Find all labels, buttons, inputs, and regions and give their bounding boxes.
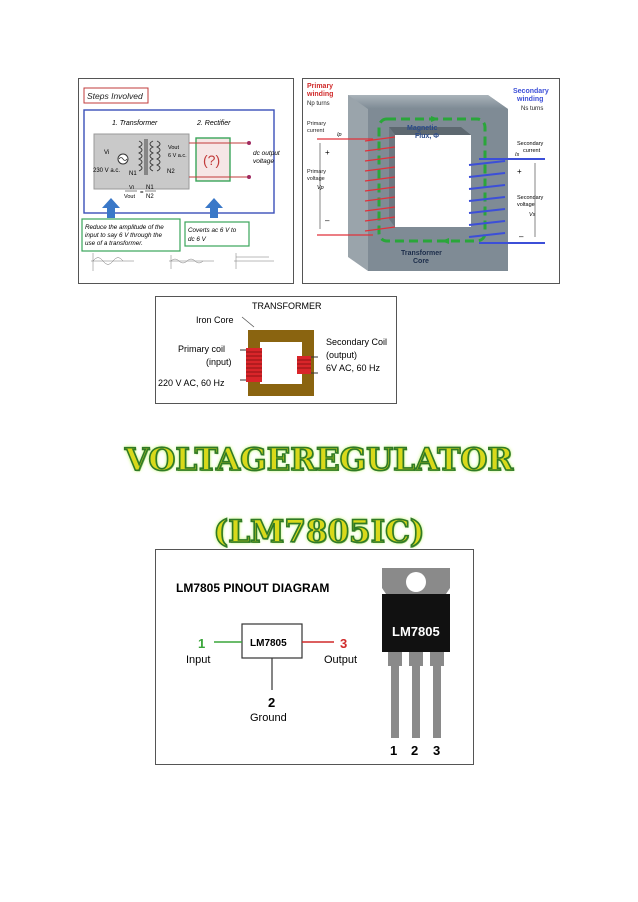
pin2-label: Ground (250, 712, 287, 724)
note2-line2: dc 6 V (188, 236, 207, 243)
dc-output-line2: voltage (253, 158, 274, 165)
primary-winding (317, 136, 396, 236)
primary-coil-line2: (input) (206, 357, 232, 367)
up-arrow-icon (205, 198, 223, 218)
flux-label-line1: Magnetic (407, 125, 437, 132)
primary-plus: + (325, 148, 330, 157)
lm7805-pinout-figure: LM7805 PINOUT DIAGRAM LM7805 1 Input 3 O… (155, 549, 474, 765)
pin2-number: 2 (268, 695, 275, 710)
secondary-voltage-line2: voltage (517, 202, 535, 208)
pin3-label: Output (324, 654, 357, 666)
iron-core-label: Iron Core (196, 315, 234, 325)
steps-involved-figure: Steps Involved 1. Transformer 2. Rectifi… (78, 78, 294, 284)
primary-winding-line1: Primary (307, 83, 333, 90)
secondary-winding-line1: Secondary (513, 88, 549, 95)
lm7805-heading: (LM7805IC) (213, 513, 426, 551)
waveform-icons (91, 253, 274, 271)
chip-label: LM7805 (250, 638, 287, 649)
secondary-coil-line2: (output) (326, 350, 357, 360)
voltage-regulator-heading: VOLTAGEREGULATOR (124, 441, 514, 479)
n1-label: N1 (129, 171, 137, 177)
to220-package-icon (382, 568, 450, 738)
note1-line3: use of a transformer. (85, 240, 143, 247)
secondary-coil-line3: 6V AC, 60 Hz (326, 363, 381, 373)
package-label: LM7805 (392, 624, 440, 639)
lm7805-pinout-diagram: LM7805 PINOUT DIAGRAM LM7805 1 Input 3 O… (176, 568, 450, 758)
steps-heading: Steps Involved (87, 91, 143, 101)
step2-label: 2. Rectifier (196, 120, 231, 127)
transformer-coils-icon (137, 139, 161, 175)
primary-coil-line3: 220 V AC, 60 Hz (158, 378, 225, 388)
primary-current-line2: current (307, 128, 325, 134)
pinout-title: LM7805 PINOUT DIAGRAM (176, 581, 329, 595)
step1-label: 1. Transformer (112, 120, 158, 127)
transformer-title: TRANSFORMER (252, 301, 322, 311)
secondary-coil-line1: Secondary Coil (326, 337, 387, 347)
primary-turns: Np turns (307, 101, 330, 107)
rectifier-question: (?) (203, 152, 220, 168)
secondary-coil-icon (297, 356, 318, 374)
vp-label: Vp (317, 185, 324, 191)
ratio-vi: Vi (129, 185, 134, 191)
ip-label: Ip (337, 132, 342, 138)
core-label-line1: Transformer (401, 250, 442, 257)
secondary-winding-line2: winding (516, 96, 543, 103)
ratio-n2: N2 (146, 194, 154, 200)
transformer-core-figure: Magnetic Flux, Φ Transformer Core Primar… (302, 78, 560, 284)
secondary-current-line1: Secondary (517, 141, 544, 147)
flux-label-line2: Flux, Φ (415, 133, 439, 140)
note2-line1: Coverts ac 6 V to (188, 227, 237, 234)
source-voltage: 230 V a.c. (93, 168, 120, 174)
pin3-number: 3 (340, 636, 347, 651)
primary-voltage-line1: Primary (307, 169, 326, 175)
leg1-number: 1 (390, 743, 397, 758)
secondary-minus: – (519, 232, 524, 241)
ratio-equals: = (140, 190, 144, 196)
pin1-label: Input (186, 654, 210, 666)
transformer-diagram: TRANSFORMER Iron Core Primary coil (inpu… (158, 301, 387, 396)
ratio-vout: Vout (124, 194, 135, 200)
core-label-line2: Core (413, 258, 429, 265)
core-top (348, 95, 508, 109)
n2-label: N2 (167, 169, 175, 175)
vout-label: Vout (168, 145, 179, 151)
up-arrow-icon (102, 198, 120, 218)
ratio-n1: N1 (146, 185, 154, 191)
secondary-winding (468, 158, 545, 244)
secondary-voltage-line1: Secondary (517, 195, 544, 201)
primary-coil-icon (240, 348, 262, 382)
note1-line1: Reduce the amplitude of the (85, 224, 164, 231)
vs-label: Vs (529, 212, 536, 218)
steps-involved-diagram: Steps Involved 1. Transformer 2. Rectifi… (81, 87, 281, 271)
pin1-number: 1 (198, 636, 205, 651)
transformer-core-diagram: Magnetic Flux, Φ Transformer Core Primar… (306, 83, 549, 271)
secondary-current-line2: current (523, 148, 541, 154)
is-label: Is (515, 152, 520, 158)
vi-label: Vi (104, 150, 109, 156)
primary-minus: – (325, 216, 330, 225)
leg3-number: 3 (433, 743, 440, 758)
leg2-number: 2 (411, 743, 418, 758)
secondary-turns: Ns turns (521, 106, 543, 112)
dc-output-line1: dc output (253, 150, 281, 157)
six-v-ac-label: 6 V a.c. (168, 153, 187, 159)
transformer-figure: TRANSFORMER Iron Core Primary coil (inpu… (155, 296, 397, 404)
note1-line2: input to say 6 V through the (85, 232, 163, 239)
primary-voltage-line2: voltage (307, 176, 325, 182)
primary-winding-line2: winding (306, 91, 333, 98)
primary-current-line1: Primary (307, 121, 326, 127)
primary-coil-line1: Primary coil (178, 344, 225, 354)
secondary-plus: + (517, 167, 522, 176)
